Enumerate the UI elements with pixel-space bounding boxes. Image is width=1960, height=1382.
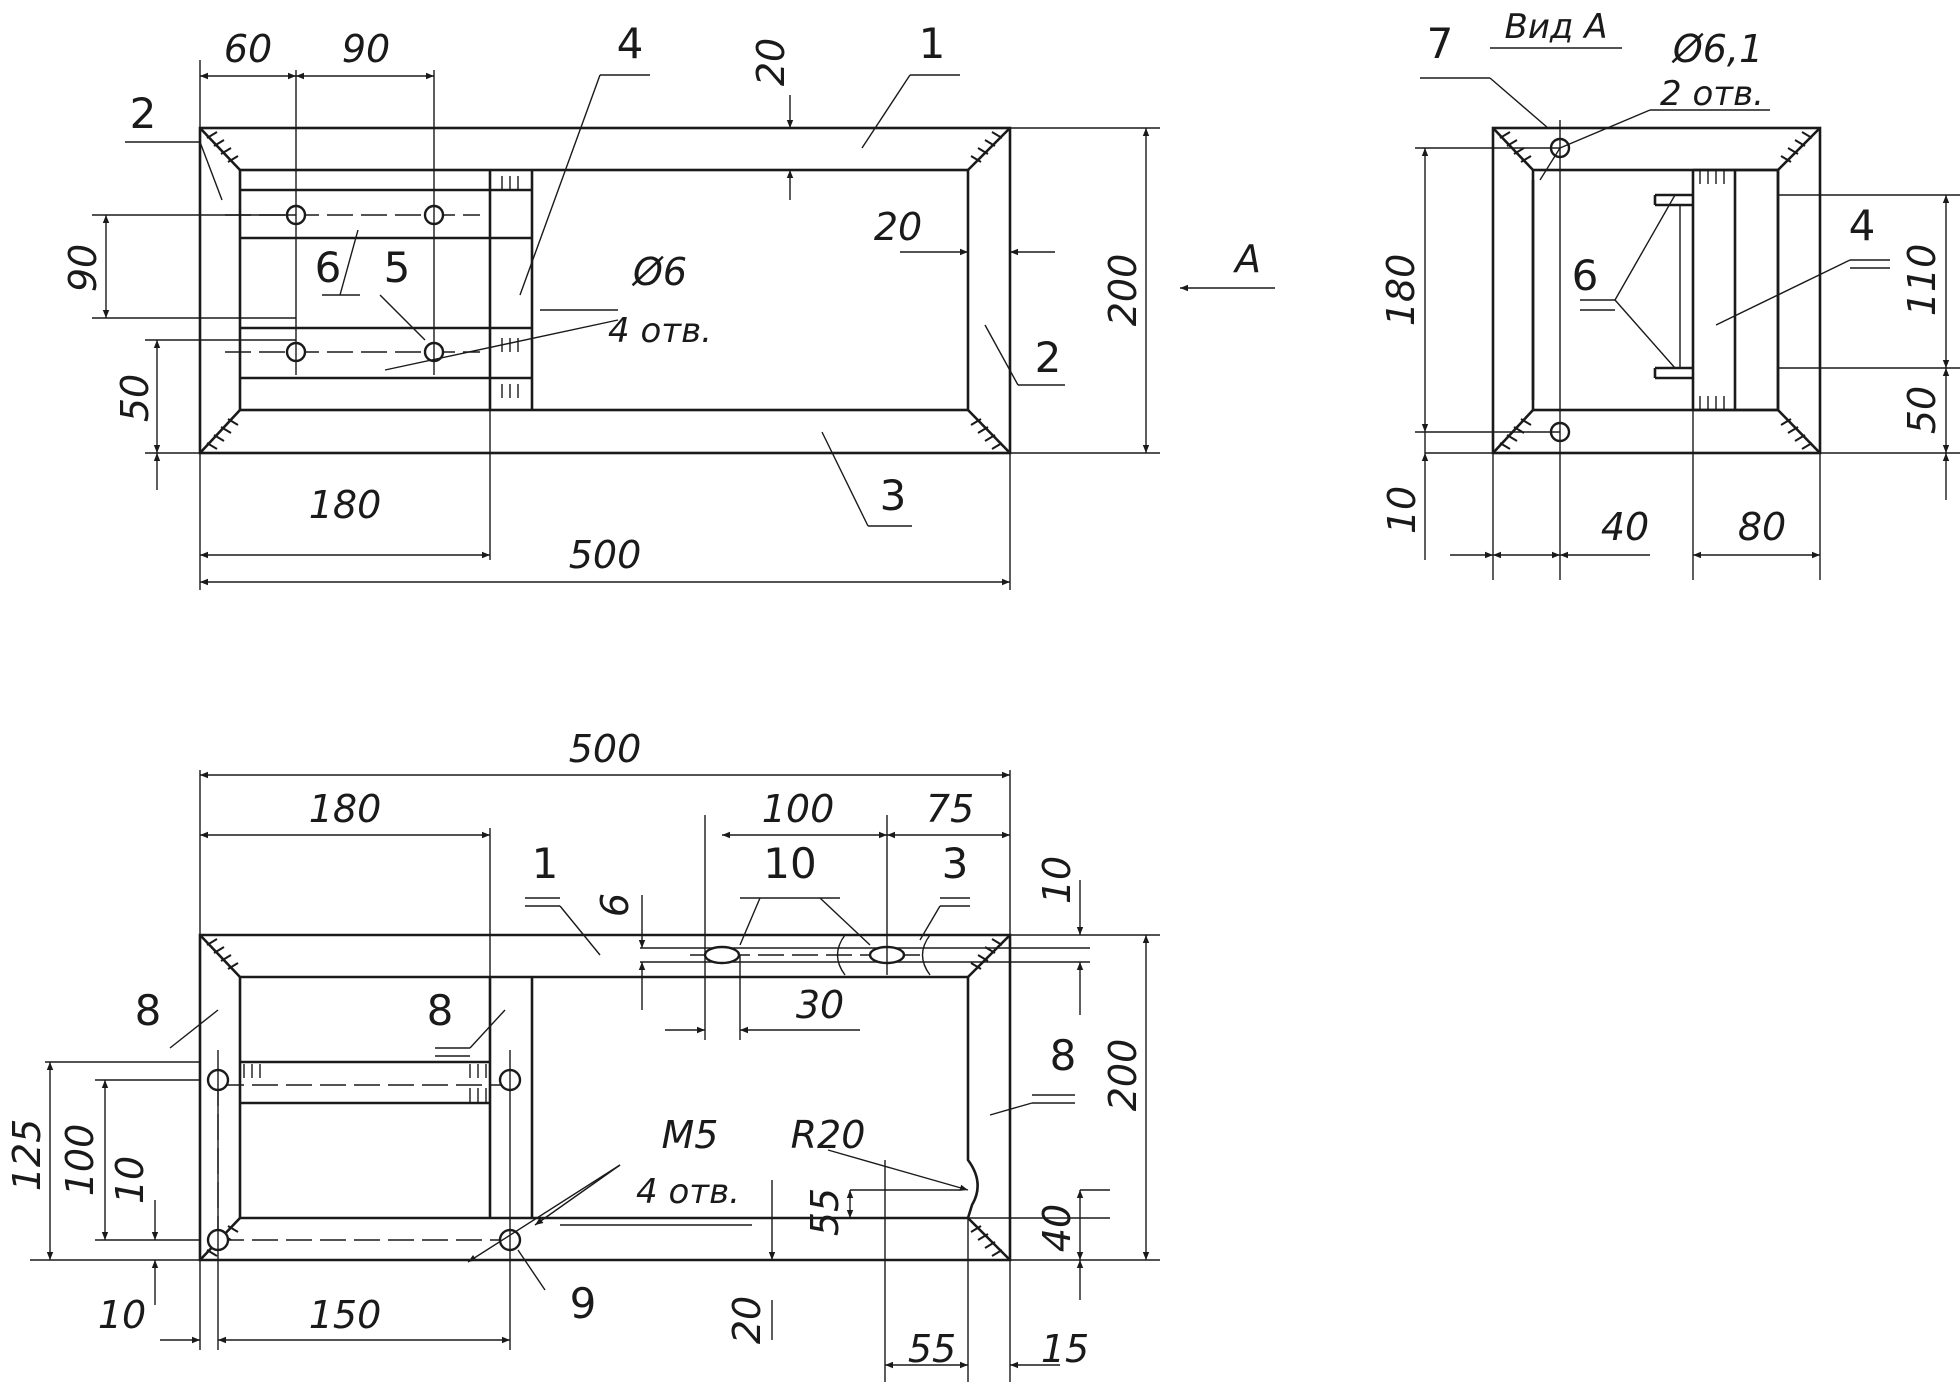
bottom-view-texts: 500 180 100 75 30 150 10 55 15 R20 M5 4 … — [5, 727, 1145, 1371]
dim-75: 75 — [926, 787, 974, 831]
dim-10-view-a: 10 — [1380, 486, 1424, 534]
view-a-rails — [1653, 168, 1780, 412]
view-a-hole-count: 2 отв. — [1660, 74, 1764, 114]
part-label-10: 10 — [763, 839, 816, 888]
part-label-8b: 8 — [427, 986, 454, 1035]
dim-100-left: 100 — [58, 1124, 102, 1197]
view-a-texts: Вид А Ø6,1 2 отв. 7 6 4 180 110 50 10 40… — [1379, 7, 1944, 549]
bottom-view-dimensions — [30, 770, 1160, 1382]
part-label-5: 5 — [384, 243, 411, 292]
dim-150: 150 — [309, 1293, 382, 1337]
dim-90-left: 90 — [61, 244, 105, 292]
dim-90-top: 90 — [342, 27, 390, 71]
bottom-view-leaders — [169, 897, 1075, 1291]
part-label-8a: 8 — [135, 986, 162, 1035]
top-view-leaders — [125, 74, 1065, 527]
part-label-8c: 8 — [1050, 1031, 1077, 1080]
part-label-7: 7 — [1427, 19, 1454, 68]
bottom-view-holes — [206, 1050, 522, 1350]
dim-10-right: 10 — [1035, 856, 1079, 904]
radius-r20: R20 — [791, 1113, 866, 1157]
dim-200-bottom: 200 — [1101, 1039, 1145, 1112]
part-label-1-bottom: 1 — [532, 839, 559, 888]
thread-count: 4 отв. — [636, 1172, 740, 1212]
top-view-dimensions — [92, 60, 1275, 590]
dim-50-left: 50 — [113, 374, 157, 422]
dim-55-mid: 55 — [803, 1188, 847, 1236]
top-view: 60 90 180 500 20 20 200 90 50 Ø6 4 отв. … — [61, 19, 1275, 590]
dim-20-right: 20 — [874, 205, 922, 249]
dim-180-bottom: 180 — [309, 787, 382, 831]
dim-40: 40 — [1035, 1204, 1079, 1252]
dim-20-bottom: 20 — [725, 1296, 769, 1344]
dim-500: 500 — [569, 533, 642, 577]
part-label-3: 3 — [880, 471, 907, 520]
dim-50-view-a: 50 — [1900, 386, 1944, 434]
dim-20-top: 20 — [749, 38, 793, 86]
part-label-4: 4 — [617, 19, 644, 68]
dim-180: 180 — [309, 483, 382, 527]
part-label-4-view-a: 4 — [1849, 201, 1876, 250]
bottom-view-frame — [198, 933, 1012, 1262]
dim-10-left: 10 — [108, 1156, 152, 1204]
dim-500-bottom: 500 — [569, 727, 642, 771]
dim-10-bottom: 10 — [98, 1293, 146, 1337]
dim-200: 200 — [1101, 254, 1145, 327]
view-a-arrow-label: A — [1232, 237, 1261, 281]
view-a-dimensions — [1415, 147, 1960, 580]
hole-count-note: 4 отв. — [608, 311, 712, 351]
part-label-3-bottom: 3 — [942, 839, 969, 888]
dim-180-view-a: 180 — [1379, 254, 1423, 327]
dim-30: 30 — [796, 983, 844, 1027]
part-label-2: 2 — [130, 89, 157, 138]
part-label-6-view-a: 6 — [1572, 251, 1599, 300]
bottom-view: 500 180 100 75 30 150 10 55 15 R20 M5 4 … — [5, 727, 1160, 1382]
view-a-frame — [1491, 126, 1822, 455]
dim-55-bottom: 55 — [908, 1327, 956, 1371]
part-label-1: 1 — [919, 19, 946, 68]
part-label-9: 9 — [570, 1279, 597, 1328]
dim-60: 60 — [224, 27, 272, 71]
top-view-rails — [225, 170, 534, 410]
thread-m5: M5 — [662, 1113, 719, 1157]
dim-125: 125 — [5, 1119, 49, 1192]
dim-100-top: 100 — [762, 787, 835, 831]
dim-110: 110 — [1900, 244, 1944, 317]
view-a-title: Вид А — [1505, 7, 1608, 47]
view-a-hole-diameter: Ø6,1 — [1671, 27, 1763, 71]
top-view-texts: 60 90 180 500 20 20 200 90 50 Ø6 4 отв. … — [61, 19, 1261, 577]
dim-15: 15 — [1041, 1327, 1089, 1371]
dim-6: 6 — [593, 893, 637, 917]
view-a: Вид А Ø6,1 2 отв. 7 6 4 180 110 50 10 40… — [1379, 7, 1960, 580]
part-label-6: 6 — [315, 243, 342, 292]
view-a-holes — [1549, 120, 1571, 580]
hole-diameter-note: Ø6 — [631, 250, 687, 294]
view-a-leaders — [1420, 47, 1890, 369]
part-label-2b: 2 — [1035, 333, 1062, 382]
bottom-view-slots — [640, 815, 1090, 1040]
dim-40-view-a: 40 — [1601, 505, 1649, 549]
dim-80-view-a: 80 — [1738, 505, 1786, 549]
